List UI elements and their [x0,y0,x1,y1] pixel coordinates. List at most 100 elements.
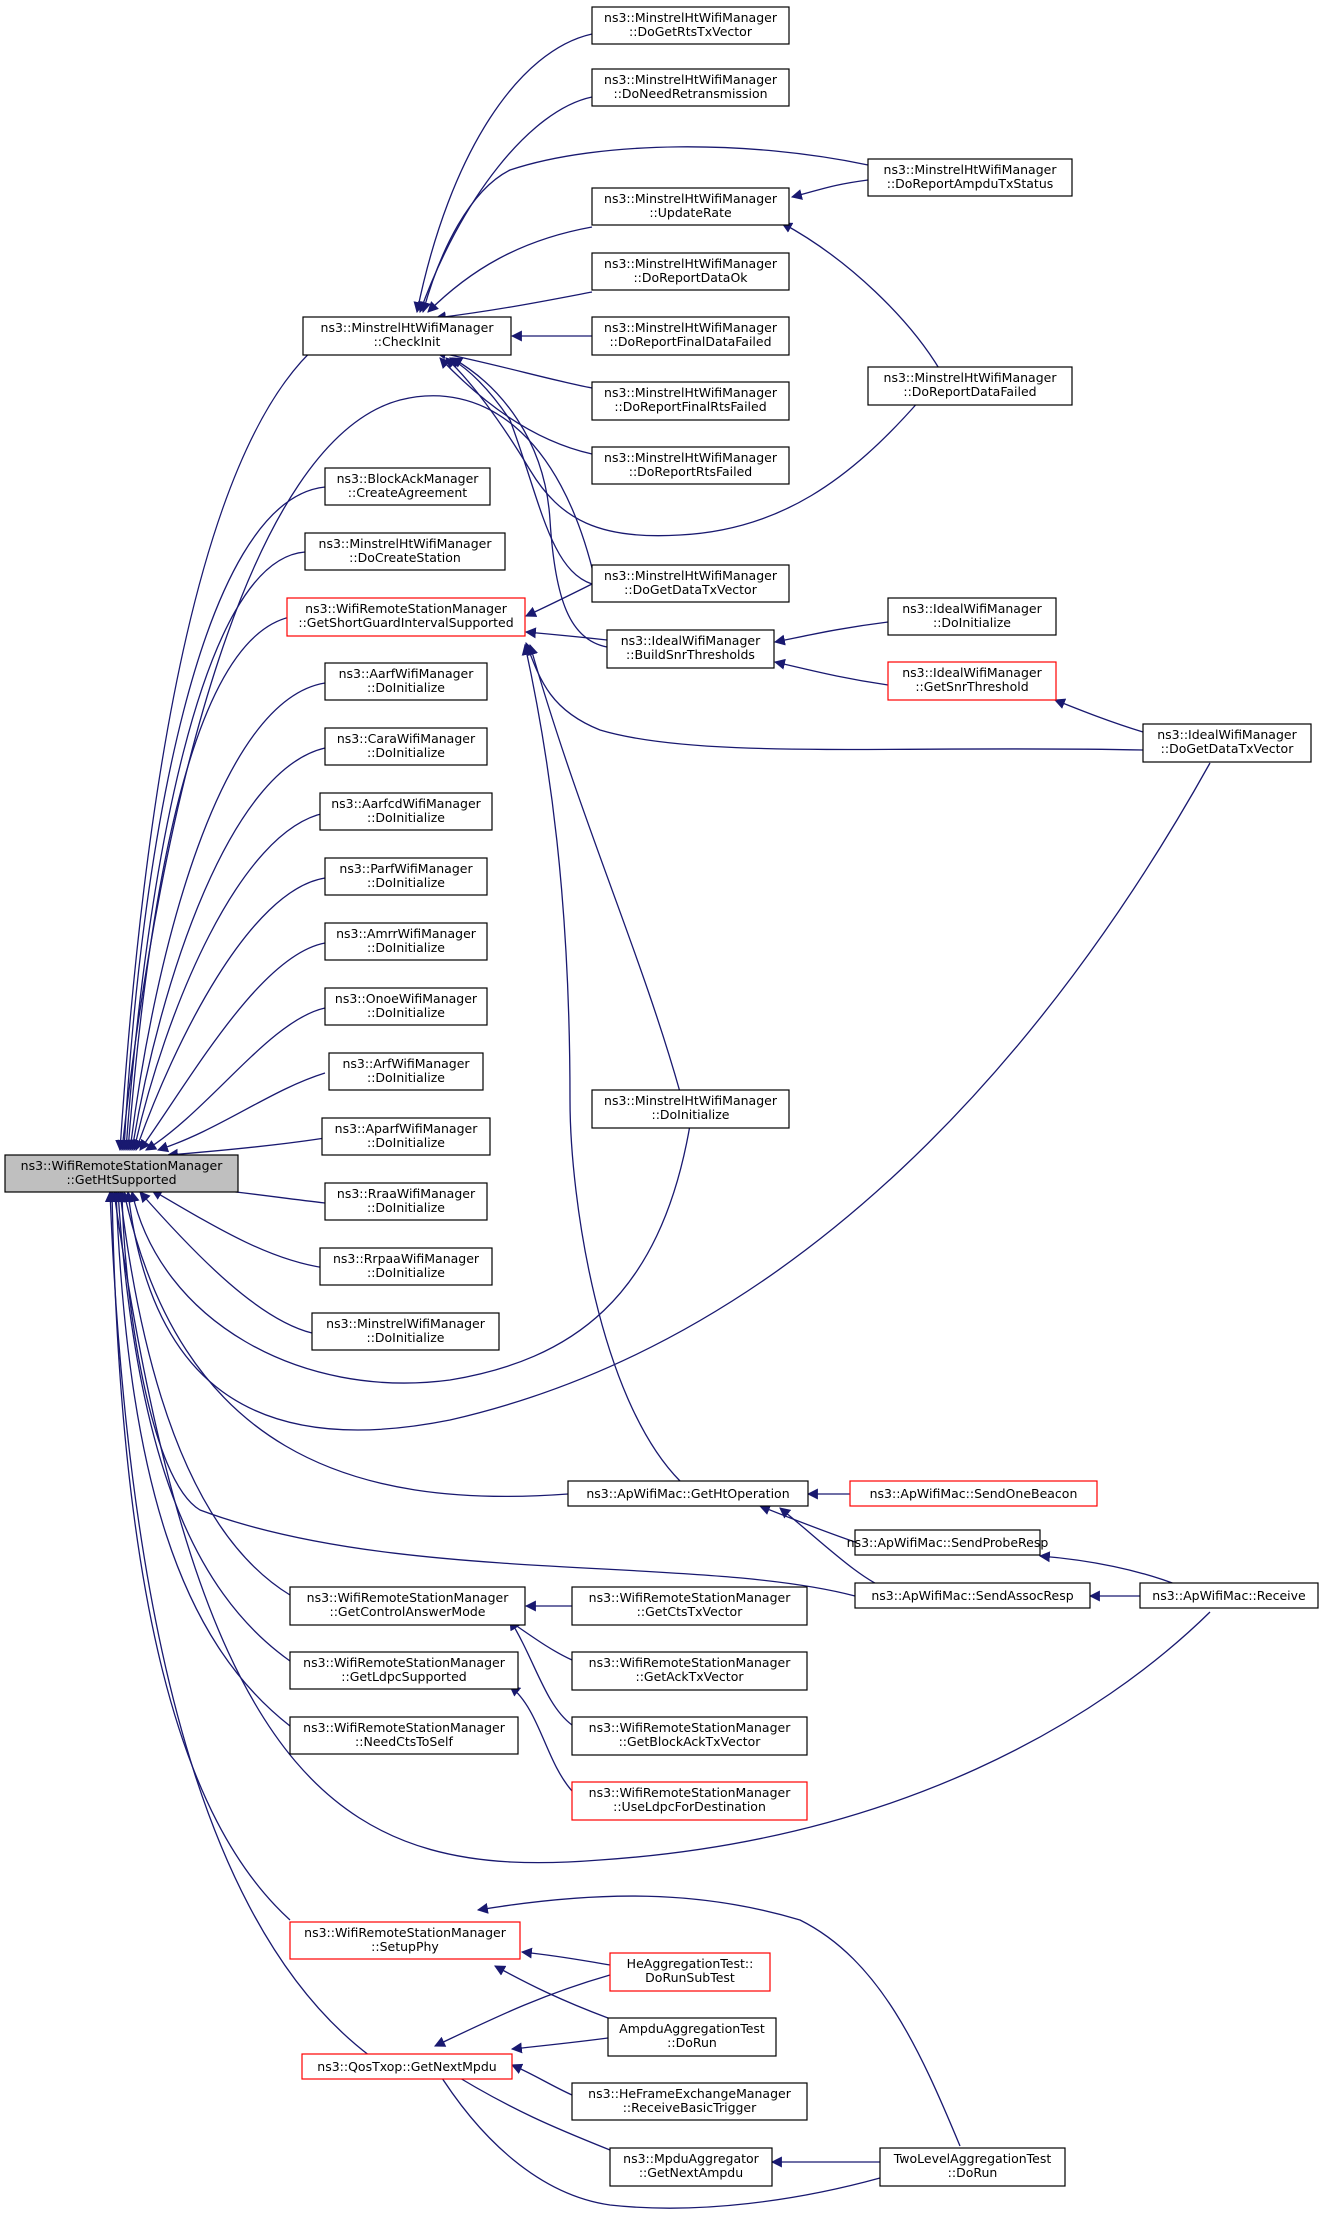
node-label-line: ::DoReportRtsFailed [629,464,753,479]
node-root[interactable]: ns3::WifiRemoteStationManager::GetHtSupp… [4,1154,239,1193]
node-label-line: ::GetBlockAckTxVector [619,1734,762,1749]
node-ideal-getsnr[interactable]: ns3::IdealWifiManager::GetSnrThreshold [887,661,1057,701]
node-label-line: ns3::WifiRemoteStationManager [307,1590,510,1605]
node-label-line: ns3::WifiRemoteStationManager [305,601,508,616]
node-box [571,1781,808,1821]
edge-setupphy-to-root [106,1190,291,1921]
edge-mht-ampdu-to-update [790,179,869,200]
node-twolevel[interactable]: TwoLevelAggregationTest::DoRun [879,2147,1066,2187]
node-mht-needretx[interactable]: ns3::MinstrelHtWifiManager::DoNeedRetran… [591,68,790,107]
node-blockacktx[interactable]: ns3::WifiRemoteStationManager::GetBlockA… [571,1716,808,1756]
node-shortgi[interactable]: ns3::WifiRemoteStationManager::GetShortG… [286,597,526,637]
node-label-line: ::GetCtsTxVector [637,1604,744,1619]
node-label-line: ns3::ArfWifiManager [342,1056,470,1071]
node-label-line: ns3::WifiRemoteStationManager [589,1720,792,1735]
node-box [571,1651,808,1691]
edge-parf-to-root [134,877,326,1152]
node-label-line: ::DoInitialize [367,745,445,760]
node-mht-dataok[interactable]: ns3::MinstrelHtWifiManager::DoReportData… [591,252,790,291]
edge-ctrlans-to-root [115,1190,291,1596]
node-checkinit[interactable]: ns3::MinstrelHtWifiManager::CheckInit [302,316,512,356]
node-useldpc[interactable]: ns3::WifiRemoteStationManager::UseLdpcFo… [571,1781,808,1821]
node-box [324,857,488,896]
node-blockack[interactable]: ns3::BlockAckManager::CreateAgreement [324,467,491,506]
node-rrpaa[interactable]: ns3::RrpaaWifiManager::DoInitialize [319,1247,493,1286]
node-mht-rtsfailed[interactable]: ns3::MinstrelHtWifiManager::DoReportRtsF… [591,446,790,485]
node-label-line: ns3::HeFrameExchangeManager [588,2086,792,2101]
node-label-line: ::DoInitialize [367,1005,445,1020]
node-mht-update[interactable]: ns3::MinstrelHtWifiManager::UpdateRate [591,187,790,226]
node-ideal-build[interactable]: ns3::IdealWifiManager::BuildSnrThreshold… [606,629,775,669]
edge-ideal-getdata-to-root [123,762,1211,1431]
edge-receive-to-root [109,1190,1211,1864]
node-mht-getdata[interactable]: ns3::MinstrelHtWifiManager::DoGetDataTxV… [591,564,790,603]
node-mht-finalrts[interactable]: ns3::MinstrelHtWifiManager::DoReportFina… [591,381,790,421]
node-hetest[interactable]: HeAggregationTest::DoRunSubTest [609,1952,771,1992]
node-aarfcd[interactable]: ns3::AarfcdWifiManager::DoInitialize [319,792,493,831]
node-ideal-getdata[interactable]: ns3::IdealWifiManager::DoGetDataTxVector [1142,723,1312,763]
node-acktx[interactable]: ns3::WifiRemoteStationManager::GetAckTxV… [571,1651,808,1691]
node-label-line: ::GetShortGuardIntervalSupported [298,615,513,630]
node-nextampdu[interactable]: ns3::MpduAggregator::GetNextAmpdu [609,2147,773,2187]
node-label-line: ns3::WifiRemoteStationManager [303,1720,506,1735]
node-label-line: ns3::WifiRemoteStationManager [589,1590,792,1605]
node-box [591,252,790,291]
node-probe[interactable]: ns3::ApWifiMac::SendProbeResp [847,1529,1049,1556]
edge-aparf-to-root [166,1137,326,1160]
node-parf[interactable]: ns3::ParfWifiManager::DoInitialize [324,857,488,896]
node-label-line: ::GetHtSupported [66,1172,176,1187]
node-setupphy[interactable]: ns3::WifiRemoteStationManager::SetupPhy [289,1921,521,1960]
node-label-line: ::DoInitialize [367,1070,445,1085]
node-box [591,187,790,226]
node-label-line: ns3::ApWifiMac::Receive [1152,1588,1306,1603]
node-amrr[interactable]: ns3::AmrrWifiManager::DoInitialize [324,922,488,961]
node-needcts[interactable]: ns3::WifiRemoteStationManager::NeedCtsTo… [289,1716,519,1755]
node-label-line: ::DoInitialize [367,810,445,825]
node-box [319,792,493,831]
node-minstrel[interactable]: ns3::MinstrelWifiManager::DoInitialize [311,1312,500,1351]
node-ampdutest[interactable]: AmpduAggregationTest::DoRun [607,2017,777,2057]
node-box [304,532,506,571]
node-label-line: ns3::OnoeWifiManager [335,991,478,1006]
node-label-line: ::UseLdpcForDestination [613,1799,766,1814]
edge-mht-rtsfailed-to-checkinit [439,357,593,455]
node-mht-ampdu[interactable]: ns3::MinstrelHtWifiManager::DoReportAmpd… [867,158,1073,197]
node-rraa[interactable]: ns3::RraaWifiManager::DoInitialize [324,1182,488,1221]
node-onoe[interactable]: ns3::OnoeWifiManager::DoInitialize [324,987,488,1026]
node-label-line: ns3::WifiRemoteStationManager [589,1655,792,1670]
node-mht-getrts[interactable]: ns3::MinstrelHtWifiManager::DoGetRtsTxVe… [591,6,790,45]
node-label-line: DoRunSubTest [645,1970,735,1985]
node-ldpc[interactable]: ns3::WifiRemoteStationManager::GetLdpcSu… [289,1651,519,1690]
edge-aarfcd-to-root [130,812,326,1152]
node-ctrlans[interactable]: ns3::WifiRemoteStationManager::GetContro… [289,1586,526,1626]
node-arf[interactable]: ns3::ArfWifiManager::DoInitialize [328,1052,484,1091]
node-assoc[interactable]: ns3::ApWifiMac::SendAssocResp [854,1582,1091,1609]
edge-ampdutest-to-nextmpdu [510,2037,609,2054]
node-mht-init[interactable]: ns3::MinstrelHtWifiManager::DoInitialize [591,1089,790,1129]
edge-useldpc-to-ldpc [509,1685,573,1792]
node-receive[interactable]: ns3::ApWifiMac::Receive [1139,1582,1319,1609]
node-cara[interactable]: ns3::CaraWifiManager::DoInitialize [324,727,488,766]
node-hetrigger[interactable]: ns3::HeFrameExchangeManager::ReceiveBasi… [571,2082,808,2121]
node-box [311,1312,500,1351]
node-label-line: ::DoRun [667,2035,717,2050]
node-mht-finaldata[interactable]: ns3::MinstrelHtWifiManager::DoReportFina… [591,316,790,356]
edge-ideal-build-to-shortgi [524,627,608,641]
node-mht-datafailed[interactable]: ns3::MinstrelHtWifiManager::DoReportData… [867,366,1073,406]
node-beacon[interactable]: ns3::ApWifiMac::SendOneBeacon [849,1480,1098,1507]
node-ctstx[interactable]: ns3::WifiRemoteStationManager::GetCtsTxV… [571,1586,808,1626]
edge-ampdutest-to-setupphy [494,1965,609,2019]
edge-minstrel-to-root [139,1191,313,1334]
node-label-line: ::GetLdpcSupported [341,1669,466,1684]
node-htop[interactable]: ns3::ApWifiMac::GetHtOperation [567,1480,809,1507]
node-ideal-init[interactable]: ns3::IdealWifiManager::DoInitialize [887,597,1057,636]
node-label-line: ::DoInitialize [651,1107,729,1122]
node-label-line: ns3::ApWifiMac::GetHtOperation [586,1486,789,1501]
node-box [849,1480,1098,1507]
node-aarf[interactable]: ns3::AarfWifiManager::DoInitialize [324,662,488,701]
node-nextmpdu[interactable]: ns3::QosTxop::GetNextMpdu [301,2053,513,2080]
node-mht-createsta[interactable]: ns3::MinstrelHtWifiManager::DoCreateStat… [304,532,506,571]
node-aparf[interactable]: ns3::AparfWifiManager::DoInitialize [321,1117,491,1156]
node-label-line: ns3::ApWifiMac::SendProbeResp [847,1535,1049,1550]
node-box [324,662,488,701]
